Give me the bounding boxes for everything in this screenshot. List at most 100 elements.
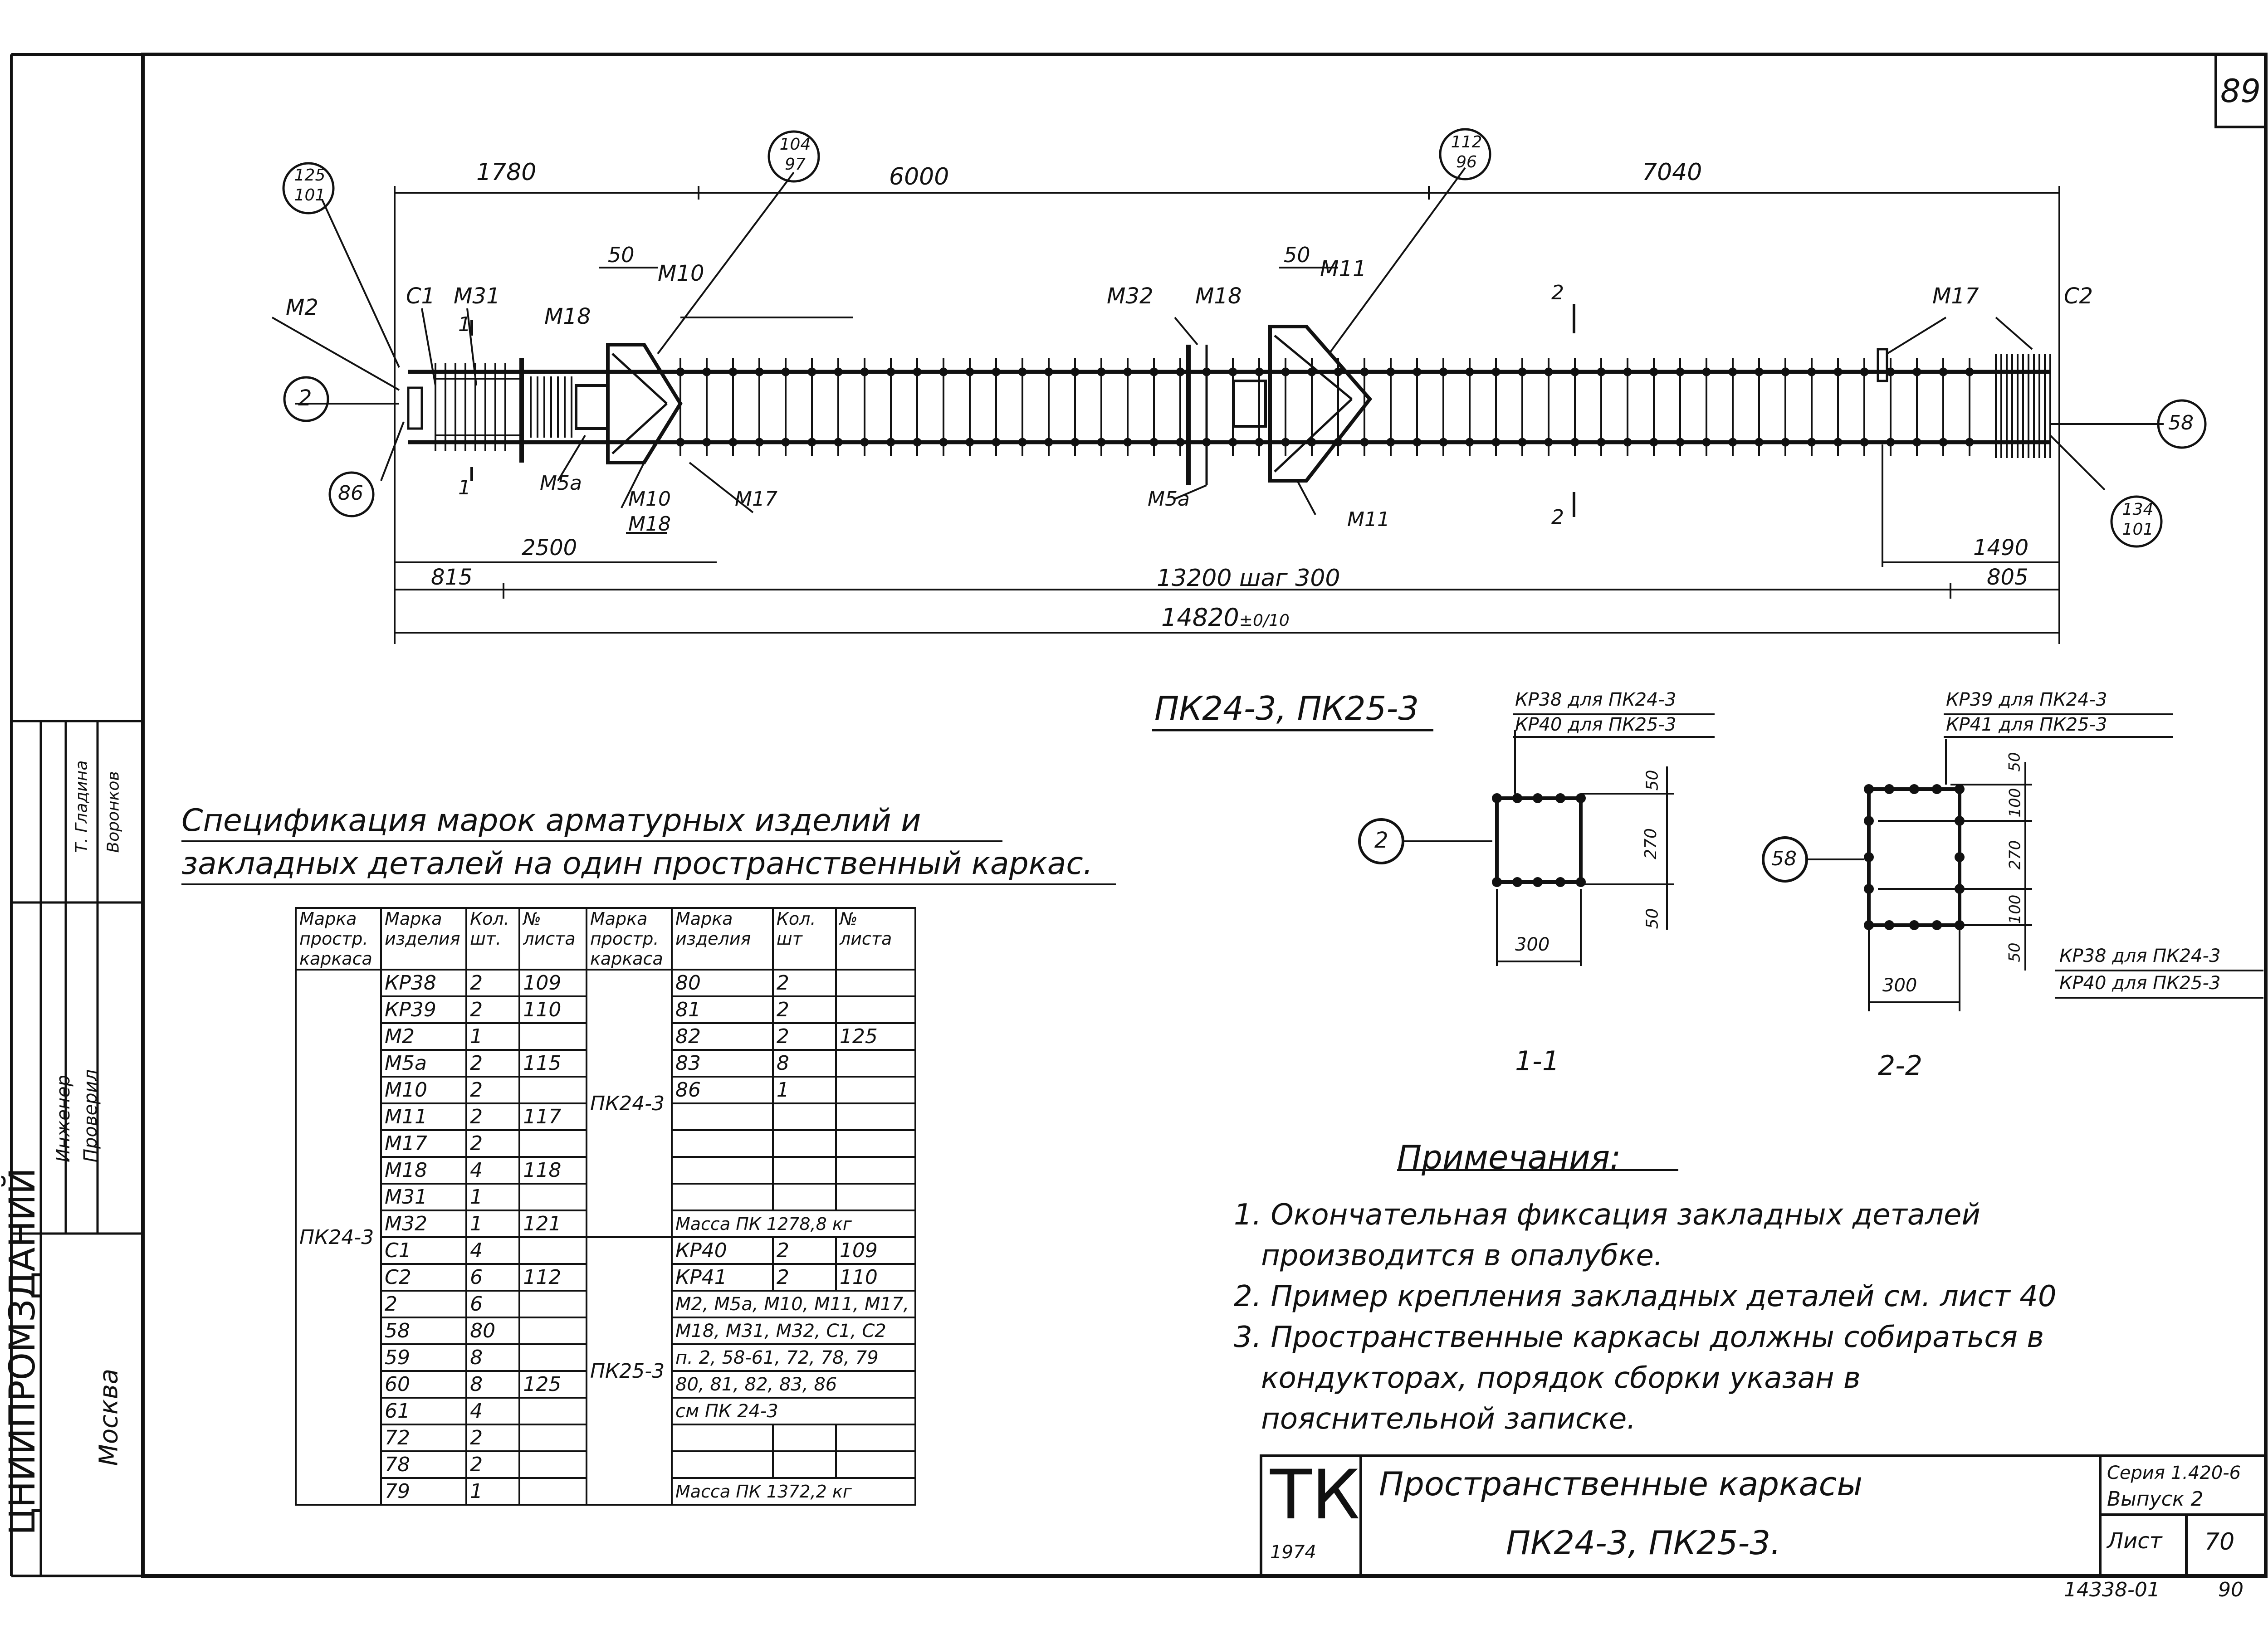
spec-header: Марка изделия [380, 907, 468, 971]
table-cell [518, 1022, 587, 1051]
s1-bar: 2 [1374, 828, 1388, 853]
table-cell [671, 1129, 774, 1158]
title-logo: ТК [1270, 1456, 1360, 1535]
table-cell: 1 [465, 1183, 521, 1211]
table-cell: М18 [380, 1156, 468, 1185]
dim-1780: 1780 [476, 159, 537, 186]
side-stamp-frame [11, 720, 143, 1576]
spec-header: № листа [518, 907, 587, 971]
table-cell: М17 [380, 1129, 468, 1158]
s1-dim-300: 300 [1515, 934, 1550, 955]
bottom-code: 14338-01 [2064, 1578, 2160, 1601]
dimension-lines [272, 167, 2164, 644]
title-sheet-no: 70 [2204, 1528, 2235, 1556]
note-line: пояснительной записке. [1261, 1402, 1636, 1436]
s1-kr-top1: КР38 для ПК24-3 [1515, 689, 1677, 710]
s2-bar: 58 [1771, 847, 1797, 870]
table-cell: 2 [465, 1076, 521, 1104]
table-cell [772, 1450, 837, 1479]
spec-title-1: Спецификация марок арматурных изделий и [181, 803, 921, 839]
side-city: Москва [94, 1368, 124, 1466]
side-org: ЦНИИПРОМЗДАНИЙ [2, 1168, 43, 1535]
mark-m5a-b: M5а [1148, 488, 1190, 511]
callout-circles [282, 128, 2207, 548]
table-cell: 59 [380, 1343, 468, 1372]
table-cell: 112 [518, 1263, 587, 1292]
table-cell [772, 1156, 837, 1185]
table-cell: ПК25-3 [585, 1236, 673, 1506]
notes-title: Примечания: [1397, 1138, 1621, 1176]
table-cell: 58 [380, 1317, 468, 1345]
note-line: 3. Пространственные каркасы должны собир… [1234, 1321, 2044, 1354]
table-cell: 2 [465, 1424, 521, 1452]
table-cell: 109 [518, 969, 587, 997]
table-cell: 8 [465, 1370, 521, 1399]
bar-86-label: 86 [338, 482, 363, 505]
table-cell: 80, 81, 82, 83, 86 [671, 1370, 916, 1399]
table-cell: 80 [671, 969, 774, 997]
s1-kr-top2: КР40 для ПК25-3 [1515, 714, 1677, 735]
table-cell [518, 1129, 587, 1158]
table-cell: 1 [465, 1477, 521, 1506]
table-cell: 2 [772, 1263, 837, 1292]
table-cell [518, 1236, 587, 1265]
table-cell: 2 [465, 1049, 521, 1078]
table-cell: 8 [772, 1049, 837, 1078]
table-cell [835, 1156, 917, 1185]
sheet-frame [141, 53, 2268, 1578]
section-2-2 [1762, 739, 2032, 1011]
s2-dim-100a: 100 [2006, 788, 2024, 818]
table-cell [835, 969, 917, 997]
table-cell: С2 [380, 1263, 468, 1292]
table-cell: ПК24-3 [585, 969, 673, 1238]
dim-815: 815 [431, 565, 473, 590]
spec-header: Кол. шт [772, 907, 837, 971]
bar-58-label: 58 [2168, 411, 2194, 434]
table-cell: 2 [465, 1450, 521, 1479]
table-cell [772, 1424, 837, 1452]
s2-dim-270: 270 [2006, 840, 2024, 870]
table-cell [671, 1424, 774, 1452]
dim-6000: 6000 [889, 163, 949, 190]
s2-kr-top1: КР39 для ПК24-3 [1946, 689, 2107, 710]
bar-2-label: 2 [298, 385, 312, 411]
s1-dim-50a: 50 [1643, 770, 1662, 791]
table-cell [518, 1183, 587, 1211]
table-cell [772, 1129, 837, 1158]
table-cell: 80 [465, 1317, 521, 1345]
table-cell: КР39 [380, 995, 468, 1024]
mark-m10-b: M10 [628, 488, 671, 511]
title-line1: Пространственные каркасы [1379, 1465, 1863, 1503]
mark-m18-a: M18 [544, 304, 591, 329]
table-cell: 8 [465, 1343, 521, 1372]
mark-m17-b: M17 [735, 488, 777, 511]
table-cell [518, 1076, 587, 1104]
table-cell [835, 1450, 917, 1479]
table-cell [518, 1343, 587, 1372]
mark-m2: M2 [286, 295, 318, 320]
section-cut-2-top: 2 [1551, 281, 1564, 304]
table-cell: 82 [671, 1022, 774, 1051]
table-cell: 2 [772, 1022, 837, 1051]
s1-dim-50b: 50 [1643, 908, 1662, 929]
table-cell: 2 [465, 969, 521, 997]
spec-header: Марка изделия [671, 907, 774, 971]
table-cell: 4 [465, 1236, 521, 1265]
table-cell: М18, М31, М32, С1, С2 [671, 1317, 916, 1345]
dim-805: 805 [1987, 565, 2028, 590]
table-cell: 109 [835, 1236, 917, 1265]
table-cell [671, 1450, 774, 1479]
table-cell [835, 995, 917, 1024]
table-cell: 4 [465, 1397, 521, 1425]
title-issue: Выпуск 2 [2107, 1488, 2204, 1511]
